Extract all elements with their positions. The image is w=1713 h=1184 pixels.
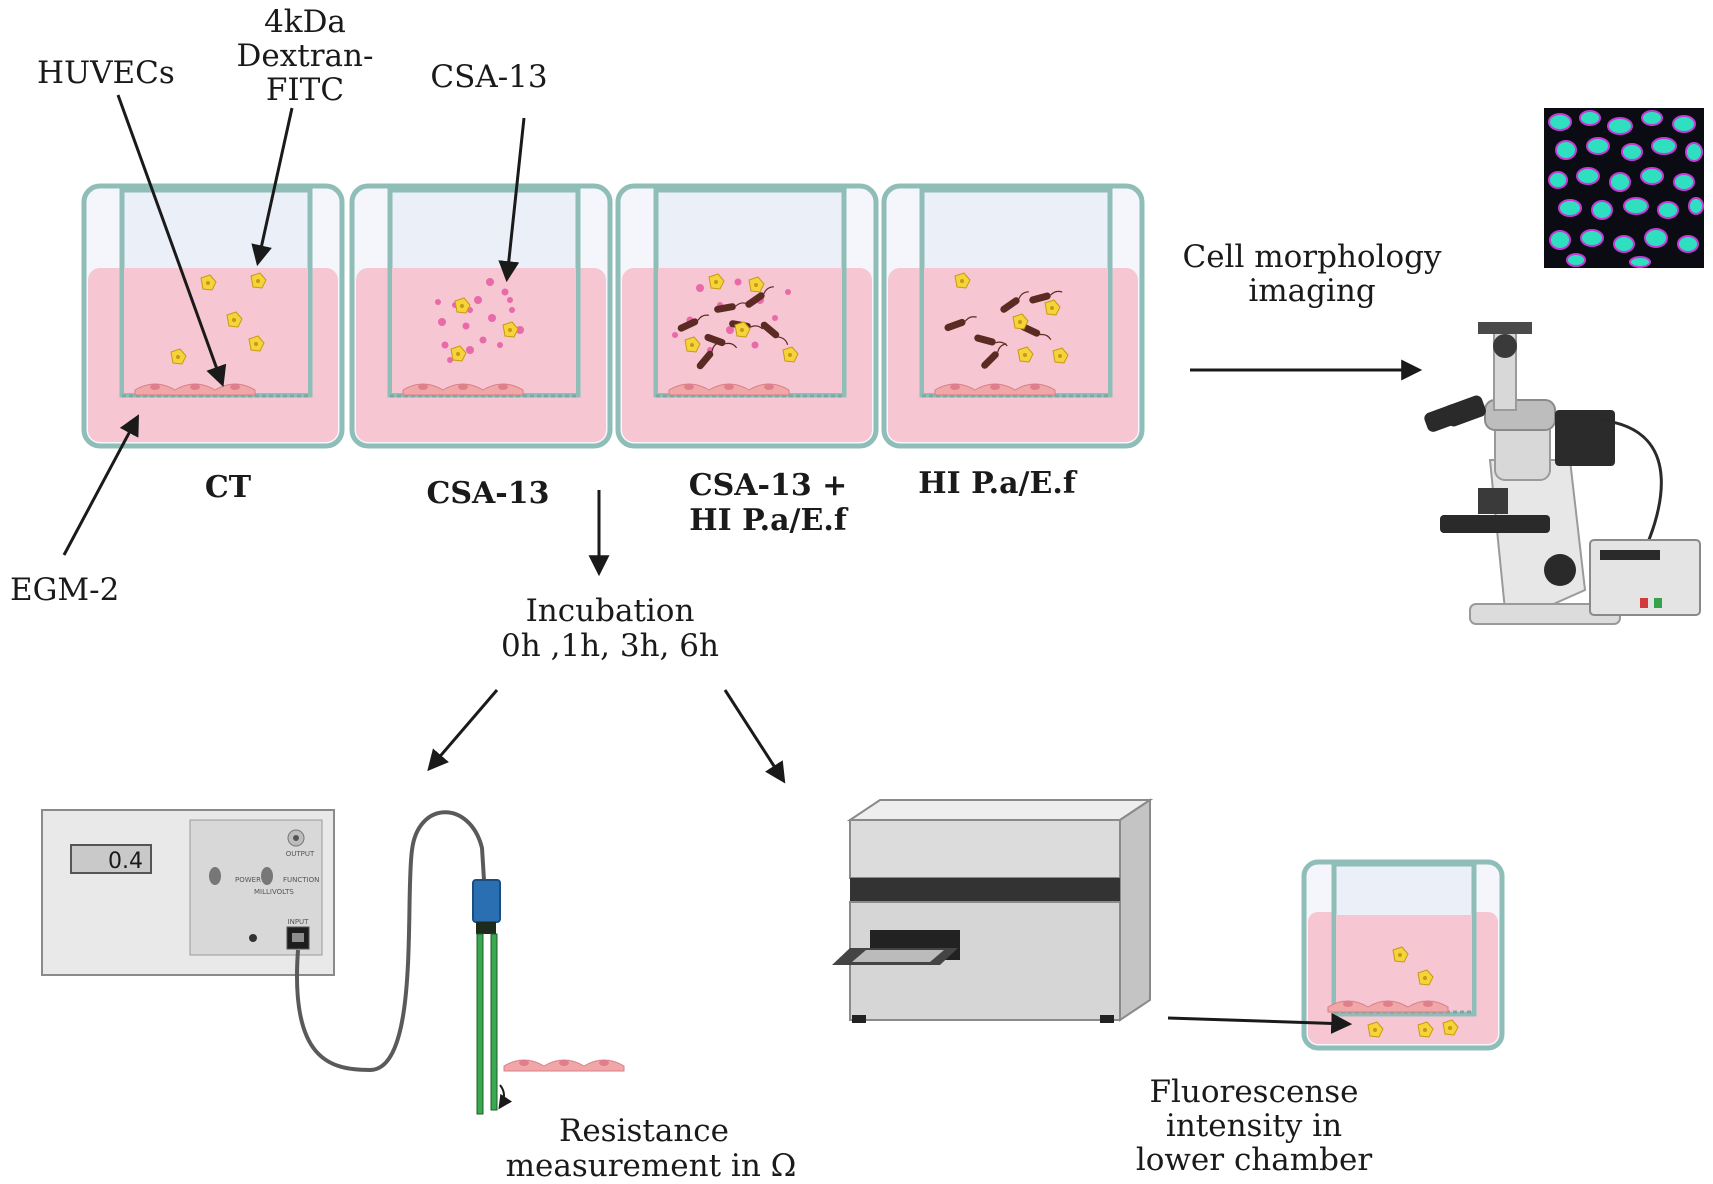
label-dextran-2: Dextran- [237, 38, 374, 74]
label-dextran-3: FITC [266, 72, 344, 108]
meter-function-label: FUNCTION [283, 876, 319, 884]
transwell-icon [1301, 859, 1505, 1051]
fluorescence-title-1: Fluorescense [1149, 1074, 1358, 1110]
meter-millivolts-label: MILLIVOLTS [254, 888, 294, 896]
meter-display [70, 844, 152, 874]
plate-reader-icon [832, 798, 1154, 1023]
transwell-row [81, 183, 1145, 449]
transwell-csa13 [349, 183, 613, 449]
morphology-title-1: Cell morphology [1182, 239, 1442, 275]
label-dextran-1: 4kDa [264, 4, 346, 40]
arrow-csa13 [498, 117, 526, 283]
arrow-to-meter [427, 689, 499, 772]
meter-value: 0.4 [108, 849, 143, 874]
transwell-ct [81, 183, 345, 449]
csa13-dots [435, 278, 524, 363]
condition-label-2: CSA-13 [426, 476, 549, 511]
label-egm2: EGM-2 [10, 572, 119, 608]
transwell-hi [881, 183, 1145, 449]
fluorescence-title-3: lower chamber [1136, 1142, 1373, 1178]
condition-label-4: HI P.a/E.f [918, 466, 1078, 501]
incubation-times: 0h ,1h, 3h, 6h [501, 628, 719, 664]
label-huvecs: HUVECs [37, 55, 175, 91]
voltohmmeter-icon: 0.4 OUTPUT POWER FUNCTION MILLIVOLTS INP… [41, 809, 486, 1073]
bacteria-and-csa13 [672, 273, 799, 372]
fluorescence-micrograph [1544, 108, 1704, 268]
electrode-icon [472, 879, 625, 1115]
meter-output-label: OUTPUT [286, 850, 315, 858]
condition-label-3a: CSA-13 + [689, 468, 848, 503]
condition-label-1: CT [205, 470, 252, 505]
morphology-title-2: imaging [1248, 273, 1375, 309]
fluorescence-title-2: intensity in [1166, 1108, 1342, 1144]
meter-power-label: POWER [235, 876, 261, 884]
condition-label-3b: HI P.a/E.f [689, 503, 849, 538]
resistance-title-2: measurement in Ω [506, 1148, 797, 1184]
arrow-huvecs [116, 94, 227, 387]
resistance-title-1: Resistance [559, 1113, 729, 1149]
arrow-to-reader [723, 689, 786, 784]
arrow-egm2 [62, 414, 139, 556]
label-csa13-top: CSA-13 [430, 59, 547, 95]
transwell-csa13-hi [615, 183, 879, 449]
arrow-to-lower-chamber [1167, 1012, 1353, 1034]
microscope-icon [1424, 322, 1701, 625]
meter-input-label: INPUT [288, 918, 310, 926]
arrow-dextran [251, 107, 294, 267]
incubation-title: Incubation [526, 593, 695, 629]
